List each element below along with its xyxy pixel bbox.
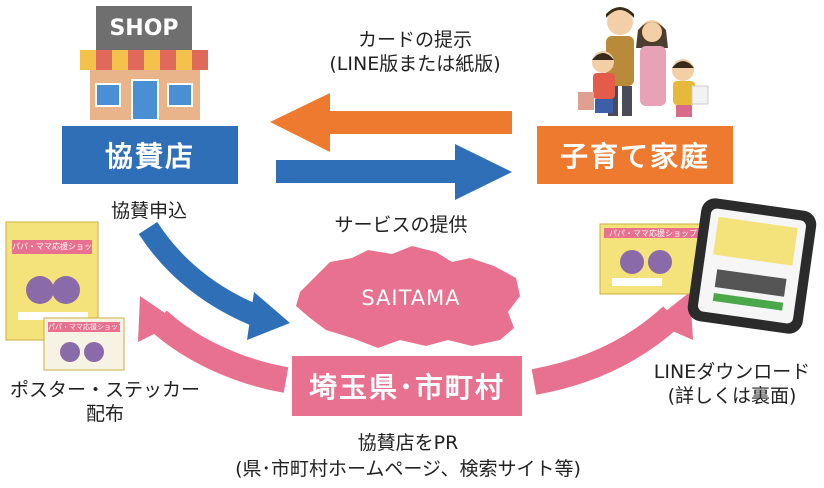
sponsor-store-label: 協賛店 [104, 140, 195, 173]
shop-illustration [80, 6, 208, 121]
pr-label: 協賛店をPR (県･市町村ホームページ、検索サイト等) [168, 430, 648, 482]
family-box: 子育て家庭 [537, 126, 733, 184]
phone-illustration [687, 198, 817, 334]
poster-line2: 配布 [85, 403, 124, 425]
saitama-map [296, 246, 520, 348]
poster-line1: ポスター・ステッカー [9, 379, 200, 401]
sticker-title: パパ・ママ応援ショップ [48, 323, 120, 331]
sponsor-store-box: 協賛店 [62, 126, 238, 184]
family-illustration [578, 7, 709, 117]
poster-title: パパ・ママ応援ショップ [12, 242, 92, 251]
poster-arrow [138, 296, 289, 393]
pr-line1: 協賛店をPR [357, 432, 459, 454]
application-arrow [138, 221, 290, 340]
card-present-line1: カードの提示 [357, 29, 472, 51]
prefecture-box: 埼玉県･市町村 [292, 356, 522, 416]
card-present-line2: (LINE版または紙版) [329, 53, 501, 75]
sticker-illustration [43, 317, 125, 371]
line-download-label: LINEダウンロード (詳しくは裏面) [640, 360, 824, 408]
line-card-title: パパ・ママ応援ショップ [609, 229, 697, 238]
map-label: SAITAMA [361, 286, 461, 310]
card-present-label: カードの提示 (LINE版または紙版) [300, 28, 530, 76]
line-download-line1: LINEダウンロード [653, 361, 811, 383]
pr-line2: (県･市町村ホームページ、検索サイト等) [235, 458, 581, 480]
sponsor-application-label: 協賛申込 [110, 200, 187, 222]
service-arrow [276, 144, 512, 200]
poster-label: ポスター・ステッカー 配布 [0, 378, 210, 426]
prefecture-label: 埼玉県･市町村 [308, 371, 505, 404]
family-label: 子育て家庭 [559, 140, 710, 173]
service-label: サービスの提供 [334, 214, 468, 236]
line-arrow [531, 292, 693, 395]
card-present-arrow [270, 93, 512, 152]
shop-sign: SHOP [109, 16, 179, 41]
line-download-line2: (詳しくは裏面) [667, 385, 797, 407]
